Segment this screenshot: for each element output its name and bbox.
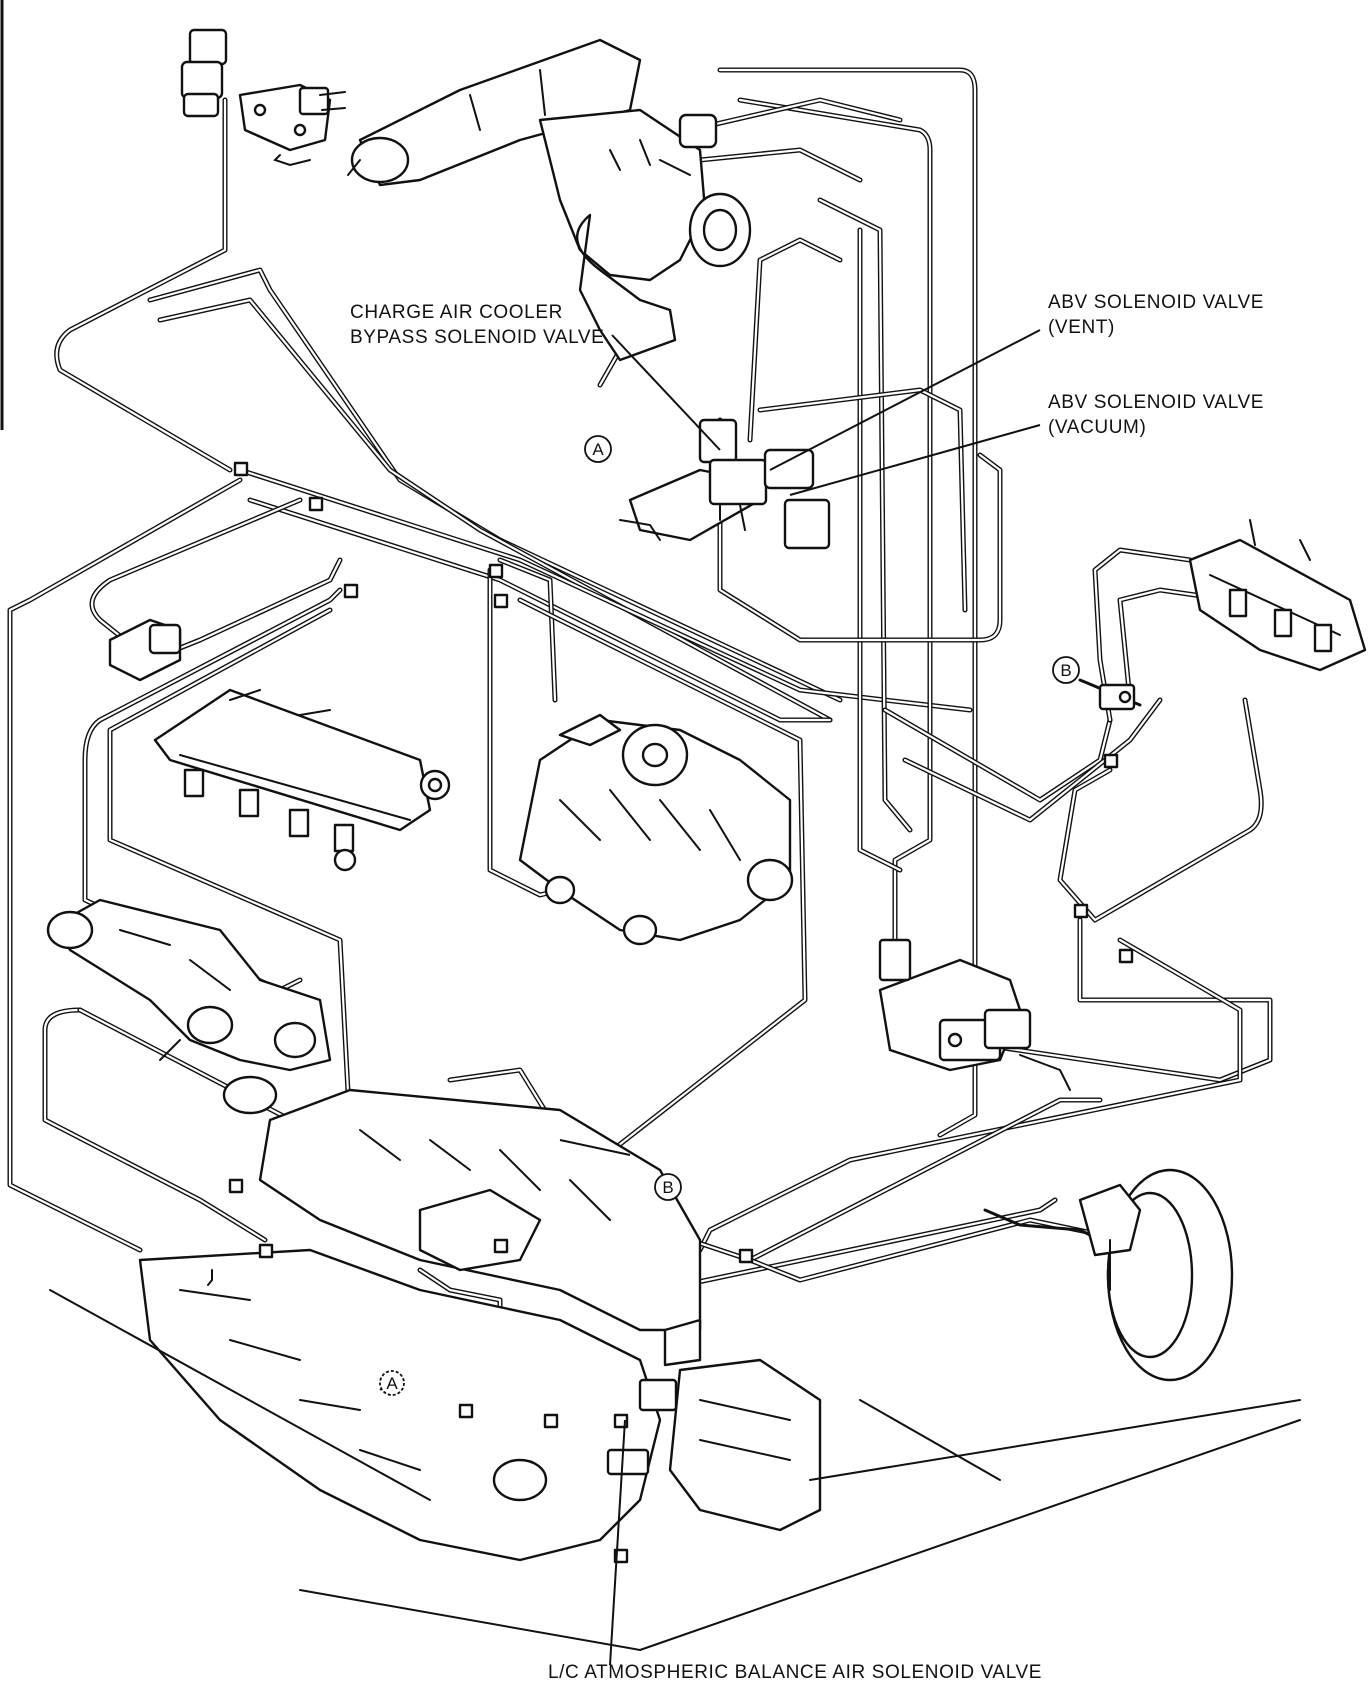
svg-text:A: A [386, 1374, 398, 1393]
hose-right-big-loop [1057, 697, 1264, 923]
label-abv-vent-line2: (VENT) [1048, 317, 1115, 338]
leader-abv-vacuum [789, 424, 1041, 496]
marker-a-bottom: A [379, 1370, 405, 1396]
leader-lines [379, 329, 1041, 1666]
marker-b-center: B [654, 1173, 682, 1201]
label-lc-balance: L/C ATMOSPHERIC BALANCE AIR SOLENOID VAL… [548, 1662, 1042, 1683]
abv-solenoid-cluster [619, 418, 831, 550]
engine-block [138, 1075, 702, 1562]
hose-outer-left [7, 477, 243, 1253]
lc-balance-valve [606, 1318, 822, 1532]
label-abv-vent-line1: ABV SOLENOID VALVE [1048, 292, 1264, 313]
label-charge-air-cooler-line1: CHARGE AIR COOLER [350, 302, 563, 323]
label-abv-vacuum-line2: (VACUUM) [1048, 417, 1146, 438]
components [46, 28, 1367, 1651]
callout-labels: CHARGE AIR COOLER BYPASS SOLENOID VALVE … [350, 292, 1264, 1683]
leader-lc-balance [609, 1419, 626, 1666]
left-mid-solenoid [108, 618, 182, 682]
leader-marker-b-lower [559, 1139, 631, 1156]
hose-right-tall-3 [817, 197, 913, 833]
hose-cooler-upper [687, 97, 903, 133]
svg-text:B: B [1060, 661, 1071, 680]
reference-markers: A B B A [379, 435, 1080, 1396]
top-left-sensor [180, 28, 346, 167]
intake-manifold [518, 713, 794, 946]
brake-booster [1078, 1168, 1234, 1382]
left-fuel-rail [153, 688, 451, 872]
svg-text:A: A [592, 440, 604, 459]
chassis-lines [49, 1289, 1301, 1651]
label-charge-air-cooler-line2: BYPASS SOLENOID VALVE [350, 327, 604, 348]
right-pressure-sensor [1098, 683, 1136, 711]
leader-abv-vent [769, 329, 1041, 471]
hose-to-booster [983, 1208, 1092, 1237]
right-solenoid-cluster [878, 938, 1071, 1091]
leader-charge-air-cooler [611, 334, 721, 451]
marker-b-right: B [1052, 656, 1080, 684]
exhaust-manifold [46, 898, 332, 1072]
marker-a-top: A [584, 435, 612, 463]
hose-clamps [228, 461, 1134, 1564]
label-abv-vacuum-line1: ABV SOLENOID VALVE [1048, 392, 1264, 413]
charge-air-cooler [347, 38, 752, 362]
svg-text:B: B [662, 1178, 673, 1197]
hose-center-vertical-2 [497, 557, 558, 703]
right-fuel-rail [1188, 519, 1367, 672]
